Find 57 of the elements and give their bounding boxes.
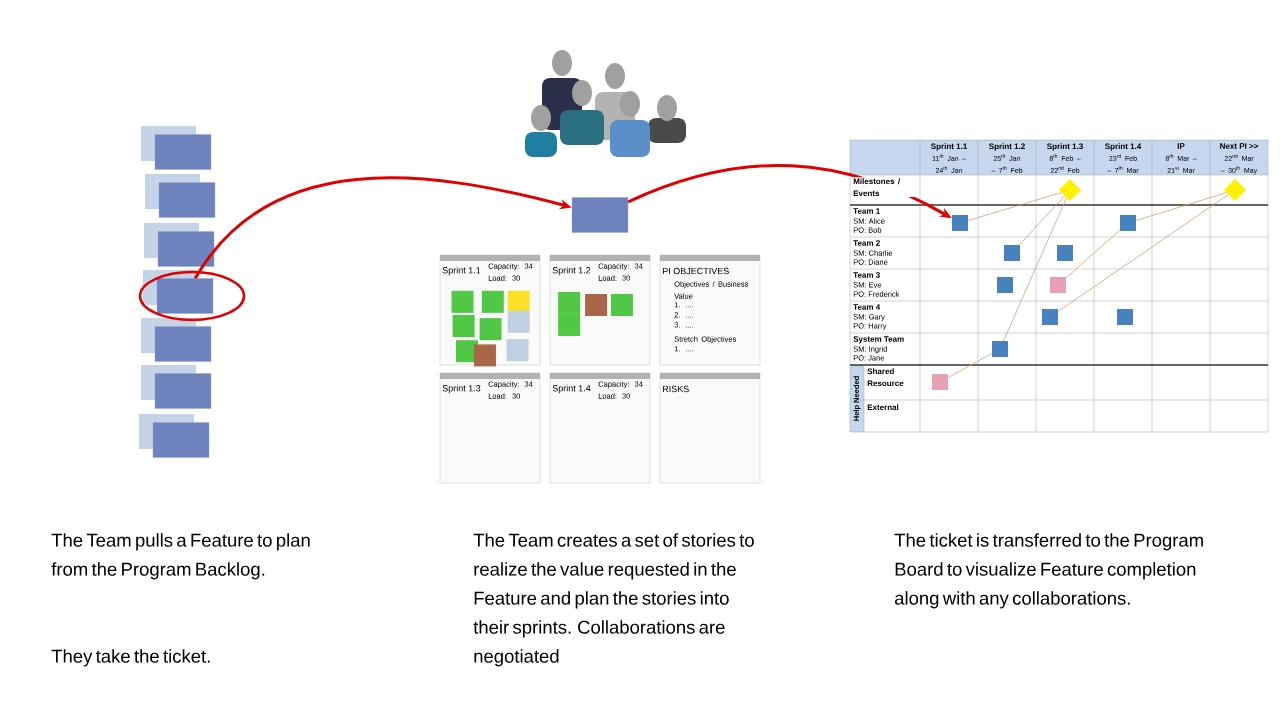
feature-card [992, 341, 1008, 357]
feature-card [1004, 245, 1020, 261]
dependency-line [1057, 194, 1229, 312]
sprint-board [659, 254, 761, 366]
row-header: Milestones / Events [852, 177, 919, 198]
row-header: Team 1 [853, 208, 880, 214]
feature-card [997, 277, 1013, 293]
milestone-diamond [1059, 179, 1081, 201]
ticket [154, 134, 212, 170]
caption-text: The Team pulls a Feature to plan from the Program Backlog. [51, 533, 310, 580]
dependency-line [1065, 229, 1121, 279]
row-header: Shared Resource [867, 368, 904, 387]
column-header: Sprint 1.4 [1105, 143, 1142, 151]
column-header: Sprint 1.3 [1047, 143, 1083, 151]
row-header: System Team [853, 336, 904, 344]
column-header: IP [1177, 143, 1185, 149]
feature-card [932, 374, 948, 390]
dependency-line [1019, 195, 1066, 246]
board-title: PI OBJECTIVES [662, 267, 729, 275]
ticket [154, 326, 212, 362]
dependency-line [1003, 197, 1067, 342]
board-title: RISKS [662, 385, 689, 393]
caption-text: The ticket is transferred to the Program Board to visualize Feature completion along with any collaborations. [894, 533, 1203, 609]
row-header: Team 2 [853, 240, 880, 246]
dependency-line [947, 353, 993, 378]
milestone-diamond [1224, 179, 1246, 201]
board-title: Sprint 1.1 [442, 266, 481, 276]
feature-card [1120, 215, 1136, 231]
board-title: Sprint 1.4 [552, 384, 591, 394]
sprint-board [549, 372, 651, 484]
dependency-line [1135, 192, 1227, 221]
caption-text: They take the ticket. [51, 649, 210, 667]
dependency-line [967, 192, 1062, 221]
sprint-board [439, 372, 541, 484]
feature-card [952, 215, 968, 231]
sprint-board [549, 254, 651, 366]
ticket [152, 422, 210, 458]
ticket [157, 231, 215, 267]
ticket [154, 373, 212, 409]
feature-card [1050, 277, 1066, 293]
column-header: Sprint 1.1 [931, 143, 967, 151]
row-header: External [867, 404, 899, 411]
caption-text: The Team creates a set of stories to realize the value requested in the Feature and plan the stories into their sprints. Collaborations are negotiated [473, 533, 754, 667]
feature-card [1117, 309, 1133, 325]
ticket [156, 278, 214, 314]
sprint-board [439, 254, 541, 367]
ticket [158, 182, 216, 218]
column-header: Next PI >> [1220, 143, 1258, 149]
row-header: Team 3 [853, 272, 880, 278]
ticket [571, 197, 629, 233]
sprint-board [659, 372, 761, 484]
row-header: Team 4 [853, 304, 881, 310]
feature-card [1042, 309, 1058, 325]
board-title: Sprint 1.3 [442, 384, 481, 394]
board-title: Sprint 1.2 [552, 266, 591, 276]
feature-card [1057, 245, 1073, 261]
column-header: Sprint 1.2 [989, 143, 1025, 151]
